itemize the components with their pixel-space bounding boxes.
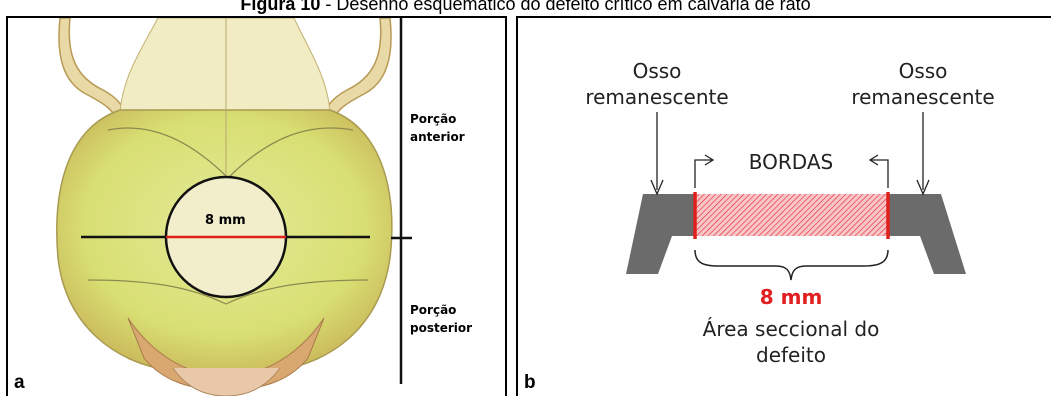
defect-area (694, 194, 889, 236)
occipital-condyles (173, 368, 280, 396)
anterior-label: Porção anterior (410, 110, 465, 146)
frontal-bone (120, 18, 330, 113)
circle-diameter-label: 8 mm (205, 212, 246, 230)
size-brace (695, 250, 888, 280)
left-remaining-bone (626, 194, 694, 274)
left-bone-label-line2: remanescente (582, 84, 732, 110)
panel-a-skull: 8 mm Porção anterior Porção posterior a (6, 16, 507, 396)
borders-label: BORDAS (726, 149, 856, 175)
left-border-arrow (695, 160, 712, 188)
anterior-label-line2: anterior (410, 128, 465, 146)
figure-title: Figura 10 - Desenho esquemático do defei… (0, 0, 1051, 15)
left-bone-label-line1: Osso (582, 58, 732, 84)
left-bone-label: Osso remanescente (582, 58, 732, 110)
section-caption-line1: Área seccional do (666, 316, 916, 342)
right-border-arrow (871, 160, 888, 188)
right-bone-label-line1: Osso (848, 58, 998, 84)
figure-caption: - Desenho esquemático do defeito crítico… (320, 0, 810, 14)
anterior-label-line1: Porção (410, 110, 465, 128)
section-caption: Área seccional do defeito (666, 316, 916, 368)
right-bone-label: Osso remanescente (848, 58, 998, 110)
panel-b-letter: b (524, 372, 536, 394)
right-remaining-bone (889, 194, 966, 274)
section-caption-line2: defeito (666, 342, 916, 368)
figure-number: Figura 10 (240, 0, 320, 14)
posterior-label-line1: Porção (410, 301, 472, 319)
right-bone-label-line2: remanescente (848, 84, 998, 110)
panel-b-cross-section: Osso remanescente Osso remanescente BORD… (516, 16, 1051, 396)
defect-size-label: 8 mm (731, 284, 851, 310)
posterior-label-line2: posterior (410, 319, 472, 337)
skull-illustration (8, 18, 507, 396)
posterior-label: Porção posterior (410, 301, 472, 337)
panel-a-letter: a (14, 372, 25, 394)
